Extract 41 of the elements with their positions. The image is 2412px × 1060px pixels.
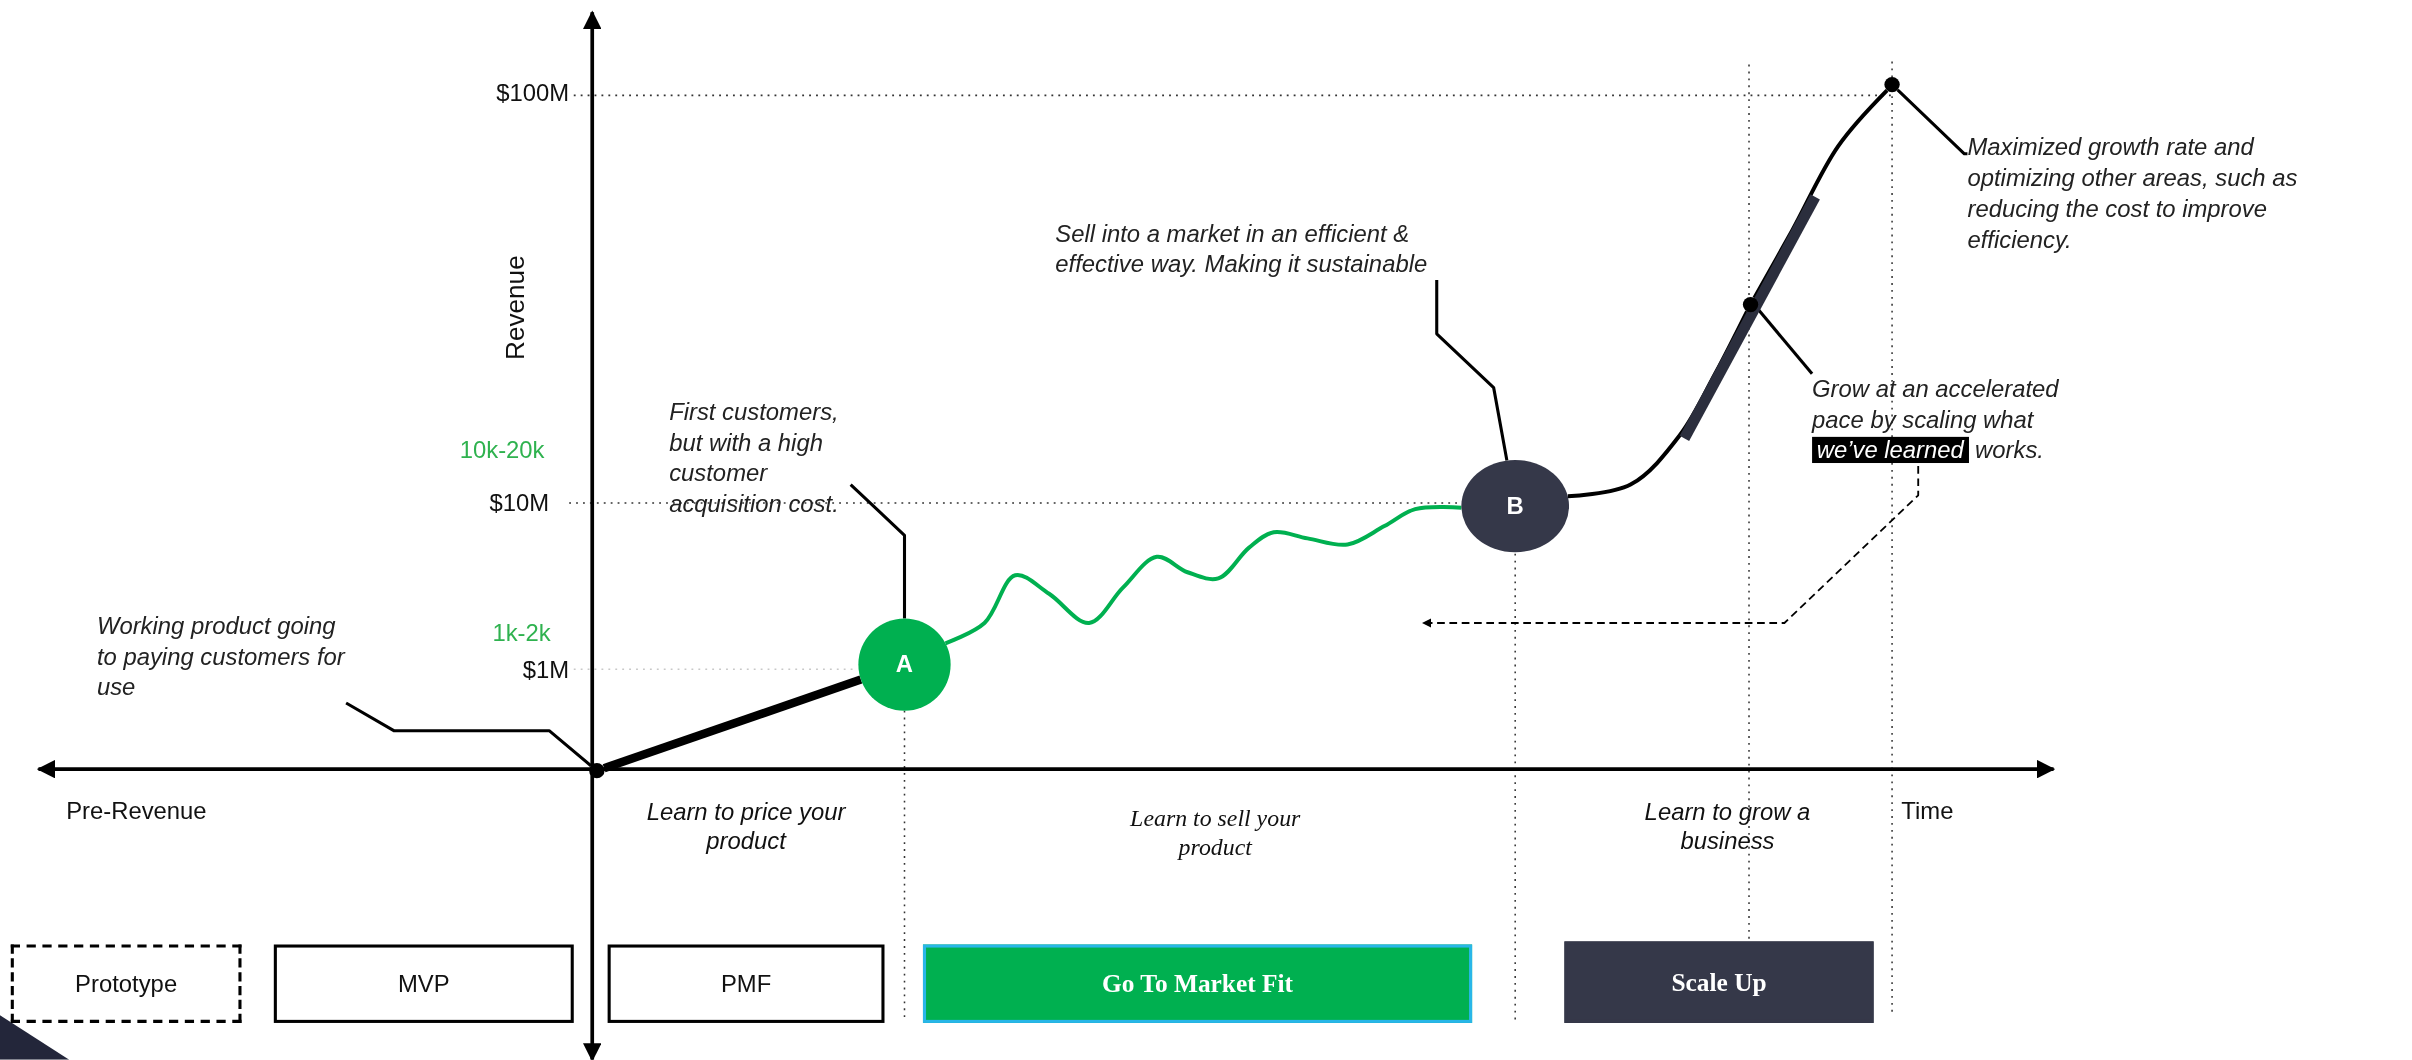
annotation-text: Grow at an accelerated pace by scaling what we’ve learned works. <box>1812 373 2102 467</box>
phase-label: Learn to price your product <box>645 797 847 856</box>
leader-line <box>1435 279 1509 461</box>
leader-line <box>1896 88 1968 156</box>
leader-line <box>1756 307 1814 375</box>
stage-box <box>10 944 242 1023</box>
stage-box <box>922 944 1473 1023</box>
stage-box <box>273 944 574 1023</box>
point-marker <box>1884 76 1900 93</box>
growth-curve <box>1752 89 1889 299</box>
axis-title: Revenue <box>500 255 530 360</box>
leader-line <box>849 483 907 619</box>
stage-label: MVP <box>397 969 450 998</box>
phase-label: Learn to sell your product <box>1129 803 1302 862</box>
axis-label: 10k-20k <box>459 435 545 464</box>
stage-label: Go To Market Fit <box>1102 968 1294 1000</box>
annotation-text: First customers, but with a high customer acquisition cost. <box>669 396 851 520</box>
stage-box <box>1564 941 1874 1023</box>
circle-label: A <box>895 650 914 679</box>
axis-label: $1M <box>522 655 570 684</box>
stage-label: PMF <box>720 969 772 998</box>
point-marker <box>1742 296 1759 313</box>
stage-label: Scale Up <box>1671 966 1767 998</box>
circle-label: B <box>1506 492 1524 520</box>
annotation-text: Maximized growth rate and optimizing other areas, such as reducing the cost to improve efficiency. <box>1967 132 2365 256</box>
axis-label: $100M <box>496 78 570 107</box>
growth-curve <box>1567 310 1749 499</box>
growth-line <box>602 675 863 773</box>
axis-label: Pre-Revenue <box>66 796 207 826</box>
leader-line <box>345 701 592 767</box>
axis-label: Time <box>1901 796 1954 826</box>
stage-label: Prototype <box>75 969 178 998</box>
axis-label: $10M <box>489 488 550 518</box>
axis-label: 1k-2k <box>492 618 551 647</box>
phase-label: Learn to grow a business <box>1643 797 1812 856</box>
annotation-text: Sell into a market in an efficient & effective way. Making it sustainable <box>1055 218 1474 280</box>
dashed-arrow <box>1421 465 1920 628</box>
growth-curve <box>944 505 1462 646</box>
stage-box <box>607 944 885 1023</box>
point-marker <box>589 763 605 779</box>
annotation-text: Working product going to paying customers for use <box>96 610 347 703</box>
